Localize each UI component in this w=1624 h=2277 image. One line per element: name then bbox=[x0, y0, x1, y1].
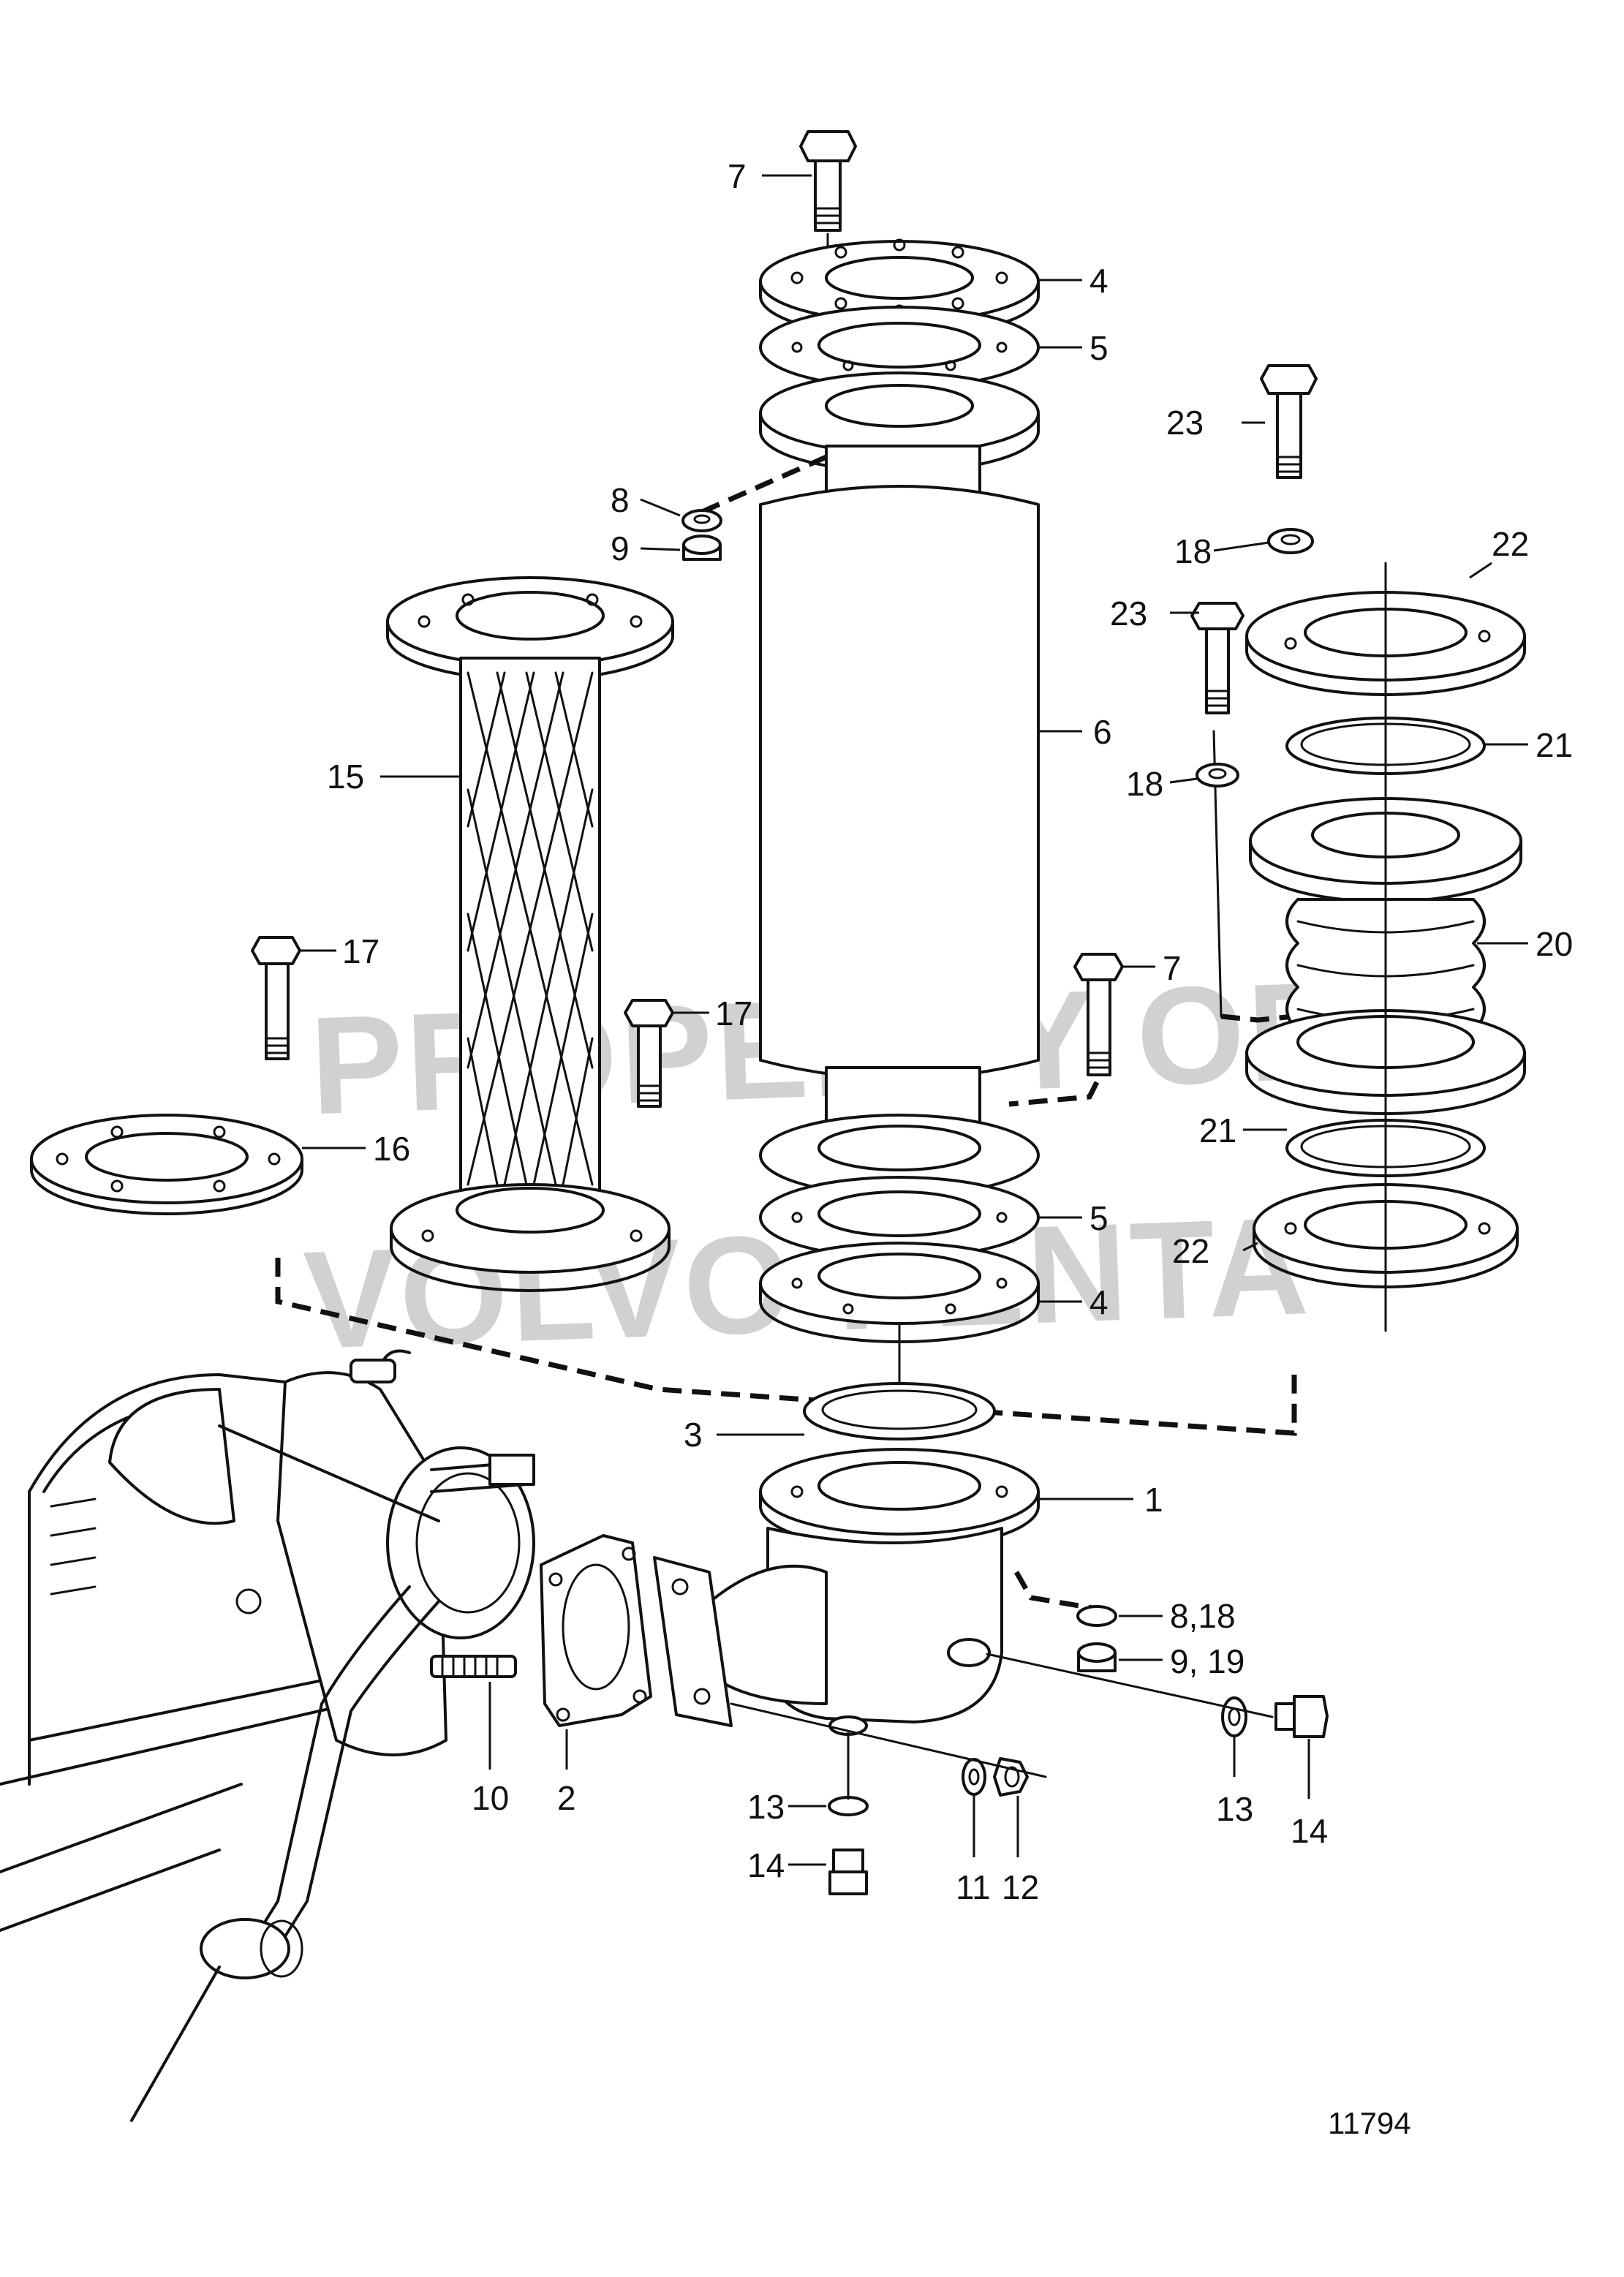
callout-9-19: 9, 19 bbox=[1170, 1642, 1245, 1680]
seal-ring-3 bbox=[803, 1382, 996, 1440]
callout-18-mid: 18 bbox=[1126, 765, 1163, 803]
dashed-line-base bbox=[275, 1258, 1297, 1436]
callout-9: 9 bbox=[611, 529, 630, 567]
plug-axis-right bbox=[986, 1653, 1274, 1718]
top-gasket-5 bbox=[759, 306, 1040, 389]
callout-14-right: 14 bbox=[1291, 1812, 1328, 1850]
stud-10 bbox=[430, 1655, 517, 1678]
callout-2: 2 bbox=[557, 1779, 576, 1817]
top-flange-4 bbox=[759, 238, 1040, 338]
stud-axis-line bbox=[730, 1702, 1047, 1778]
callout-21-bottom: 21 bbox=[1199, 1111, 1236, 1149]
exhaust-elbow bbox=[653, 1527, 1003, 1736]
plug-14-right bbox=[1274, 1695, 1329, 1738]
turbo-housing bbox=[0, 1349, 535, 2122]
callout-22-top: 22 bbox=[1492, 525, 1529, 563]
callout-labels: 7 4 5 8 9 6 15 17 17 7 16 5 4 3 1 8,18 9… bbox=[327, 157, 1573, 1906]
callout-1: 1 bbox=[1144, 1481, 1163, 1519]
nut-9 bbox=[682, 535, 722, 561]
washer-18-top bbox=[1267, 528, 1314, 554]
callout-6: 6 bbox=[1093, 713, 1112, 751]
washer-8 bbox=[681, 509, 722, 532]
silencer-bottom-flange bbox=[759, 1114, 1040, 1197]
callout-12: 12 bbox=[1002, 1868, 1039, 1906]
callout-4-bottom: 4 bbox=[1089, 1283, 1109, 1321]
callout-14-left: 14 bbox=[747, 1846, 785, 1884]
silencer-top-flange bbox=[759, 371, 1040, 473]
bolt-17-left bbox=[251, 936, 301, 1060]
callout-21-top: 21 bbox=[1536, 726, 1573, 764]
silencer-body-6 bbox=[759, 445, 1040, 1128]
callout-18-top: 18 bbox=[1174, 532, 1212, 570]
flange-16 bbox=[30, 1114, 303, 1215]
callout-23-top: 23 bbox=[1166, 404, 1204, 442]
washer-8-18 bbox=[1076, 1605, 1117, 1627]
callout-4-top: 4 bbox=[1089, 262, 1109, 300]
callout-8-18: 8,18 bbox=[1170, 1597, 1236, 1635]
callout-13-left: 13 bbox=[747, 1788, 785, 1826]
bolt-23-mid bbox=[1190, 602, 1245, 714]
callout-10: 10 bbox=[472, 1779, 509, 1817]
callout-5-top: 5 bbox=[1089, 329, 1109, 367]
nut-9-19 bbox=[1077, 1642, 1117, 1672]
bolt-7-mid bbox=[1073, 953, 1124, 1076]
washer-13-right bbox=[1221, 1696, 1247, 1737]
washer-18-mid bbox=[1196, 763, 1239, 788]
gasket-2 bbox=[540, 1534, 652, 1727]
bolt-23-top bbox=[1260, 364, 1318, 479]
callout-17-mid: 17 bbox=[715, 994, 752, 1032]
callout-13-right: 13 bbox=[1216, 1790, 1253, 1828]
bolt-17-mid bbox=[624, 999, 674, 1108]
callout-20: 20 bbox=[1536, 925, 1573, 963]
nut-12 bbox=[993, 1757, 1029, 1797]
callout-8: 8 bbox=[611, 481, 630, 519]
callout-17-left: 17 bbox=[342, 932, 379, 970]
callout-16: 16 bbox=[373, 1130, 410, 1168]
plug-14-left bbox=[828, 1849, 868, 1895]
callout-3: 3 bbox=[684, 1416, 703, 1454]
callout-23-mid: 23 bbox=[1110, 594, 1147, 632]
dashed-line-bellows-bolt bbox=[1220, 1013, 1295, 1023]
pipe-15 bbox=[386, 576, 674, 1292]
callout-7-mid: 7 bbox=[1163, 949, 1182, 987]
callout-11: 11 bbox=[956, 1868, 991, 1906]
dashed-line-top-nut bbox=[700, 454, 828, 515]
leader-lines bbox=[300, 174, 1528, 1866]
bottom-gasket-5 bbox=[759, 1176, 1040, 1259]
callout-5-bottom: 5 bbox=[1089, 1199, 1109, 1237]
callout-22-bottom: 22 bbox=[1172, 1232, 1209, 1270]
drawing-number: 11794 bbox=[1328, 2106, 1411, 2140]
washer-13-left bbox=[828, 1796, 869, 1816]
washer-11 bbox=[962, 1758, 986, 1796]
dashed-line-elbow-nut bbox=[1013, 1571, 1098, 1612]
dashed-line-bolt7 bbox=[1008, 1081, 1100, 1107]
callout-15: 15 bbox=[327, 758, 364, 796]
callout-7-top: 7 bbox=[728, 157, 747, 195]
